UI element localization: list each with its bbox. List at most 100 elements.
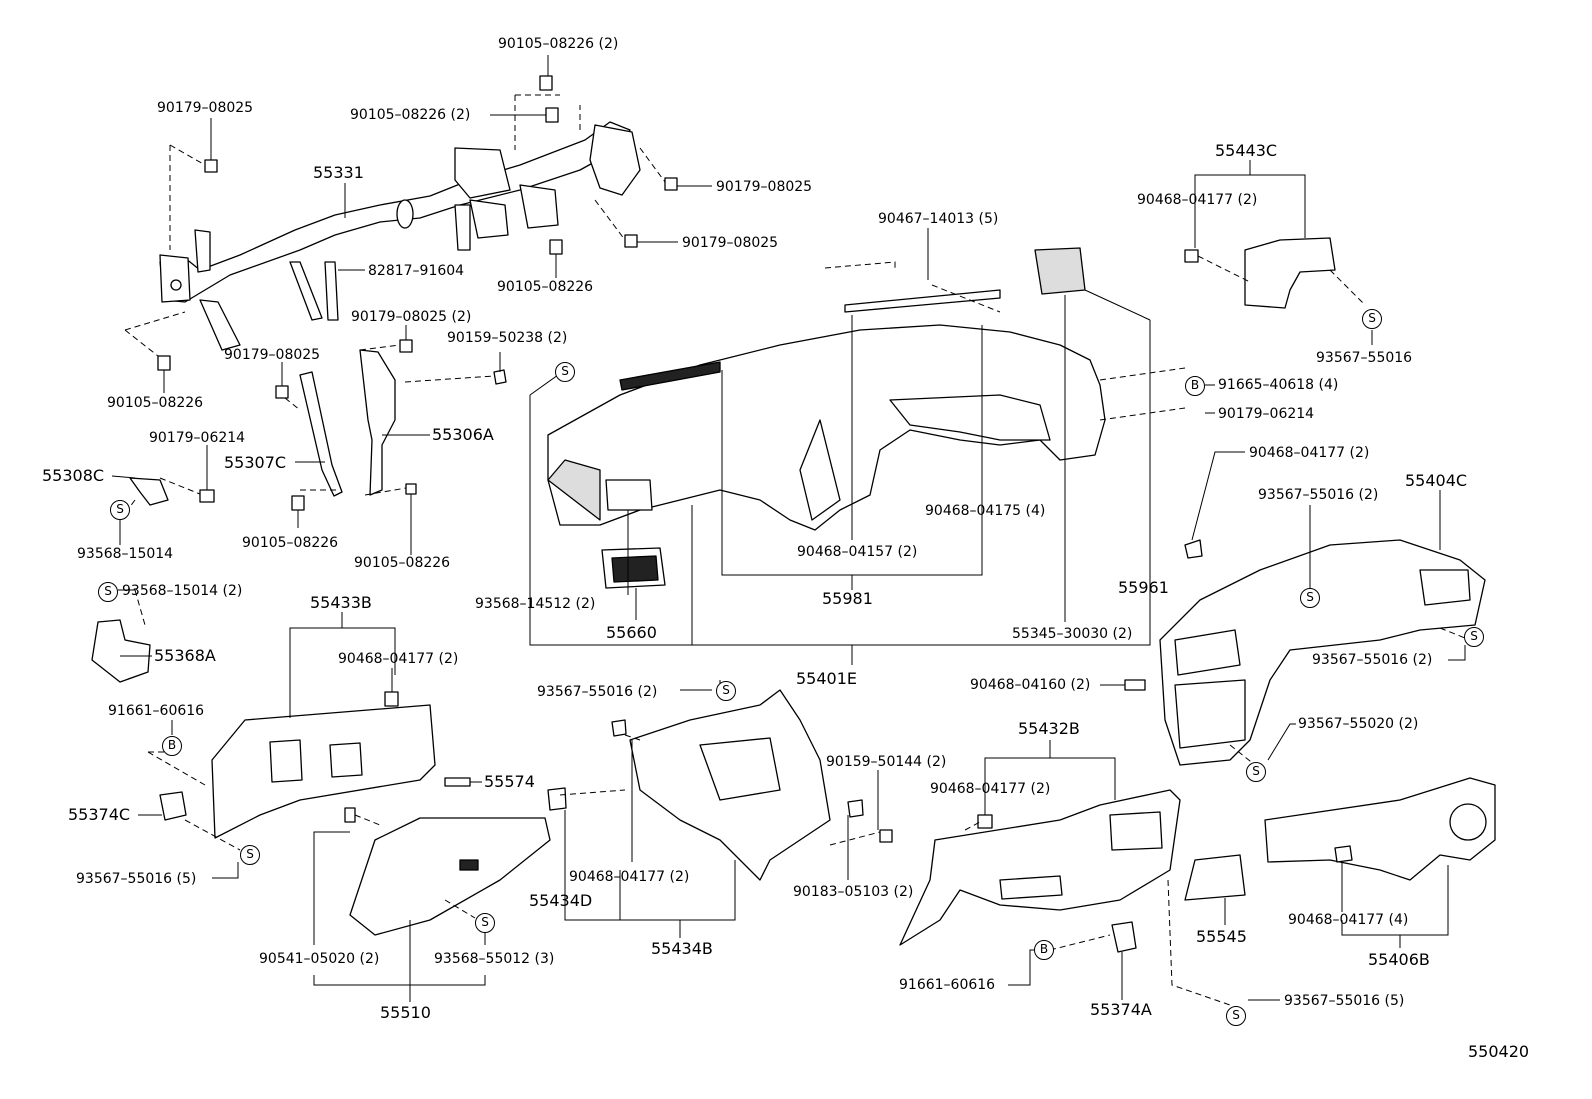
- label-90105-08226: 90105–08226 (2): [350, 107, 471, 123]
- label-93568-15014: 93568–15014 (2): [122, 583, 243, 599]
- label-55404C: 55404C: [1405, 471, 1468, 490]
- label-90468-04177: 90468–04177 (2): [1249, 445, 1370, 461]
- part-55545-pocket: [1184, 854, 1246, 901]
- label-90183-05103: 90183–05103 (2): [793, 884, 914, 900]
- diagram-code: 550420: [1468, 1042, 1530, 1061]
- label-93568-15014: 93568–15014: [77, 546, 174, 562]
- label-55510: 55510: [380, 1003, 431, 1022]
- label-93567-55020: 93567–55020 (2): [1298, 716, 1419, 732]
- label-90468-04175: 90468–04175 (4): [925, 503, 1046, 519]
- label-93567-55016: 93567–55016 (2): [537, 684, 658, 700]
- screw-symbol: S: [110, 500, 130, 520]
- guide-lines: [119, 94, 1471, 1006]
- label-93567-55016: 93567–55016 (2): [1258, 487, 1379, 503]
- label-90179-08025: 90179–08025: [224, 347, 321, 363]
- label-93567-55016: 93567–55016 (2): [1312, 652, 1433, 668]
- label-90105-08226: 90105–08226 (2): [498, 36, 619, 52]
- label-55432B: 55432B: [1018, 719, 1080, 738]
- part-55433B-upper-panel: [211, 691, 436, 839]
- label-90468-04177: 90468–04177 (2): [1137, 192, 1258, 208]
- label-90468-04177: 90468–04177 (2): [930, 781, 1051, 797]
- screw-symbol: S: [240, 845, 260, 865]
- label-90179-08025: 90179–08025 (2): [351, 309, 472, 325]
- label-91665-40618: 91665–40618 (4): [1218, 377, 1339, 393]
- label-93567-55016: 93567–55016 (5): [1284, 993, 1405, 1009]
- part-55401E-instrument-panel: [547, 247, 1106, 531]
- part-55406B-right-cover: [1264, 777, 1496, 881]
- label-90179-08025: 90179–08025: [682, 235, 779, 251]
- label-55961: 55961: [1118, 578, 1169, 597]
- label-90159-50238: 90159–50238 (2): [447, 330, 568, 346]
- label-91661-60616: 91661–60616: [899, 977, 996, 993]
- part-55510-glove-box: [344, 807, 551, 936]
- bolt-symbol: B: [1034, 940, 1054, 960]
- part-55307C-brace: [299, 371, 343, 497]
- part-55374A-bracket: [1111, 921, 1137, 953]
- screw-symbol: S: [475, 913, 495, 933]
- screw-symbol: S: [1226, 1006, 1246, 1026]
- label-55981: 55981: [822, 589, 873, 608]
- label-90468-04177: 90468–04177 (2): [569, 869, 690, 885]
- label-55401E: 55401E: [796, 669, 858, 688]
- label-90468-04157: 90468–04157 (2): [797, 544, 918, 560]
- fasteners-upper-left: [157, 75, 678, 511]
- part-55443C-duct: [1184, 237, 1336, 309]
- label-55660: 55660: [606, 623, 657, 642]
- part-55434B-center-cover: [547, 689, 893, 881]
- part-55574-bolt: [444, 777, 471, 787]
- label-91661-60616: 91661–60616: [108, 703, 205, 719]
- label-55545: 55545: [1196, 927, 1247, 946]
- label-90105-08226: 90105–08226: [242, 535, 339, 551]
- label-55434B: 55434B: [651, 939, 713, 958]
- part-82817-91604-clamp: [324, 261, 339, 321]
- label-55308C: 55308C: [42, 466, 105, 485]
- bolt-symbol: B: [162, 736, 182, 756]
- screw-symbol: S: [98, 582, 118, 602]
- screw-symbol: S: [1246, 762, 1266, 782]
- part-55432B-lower-cover: [899, 679, 1181, 946]
- label-90179-08025: 90179–08025: [716, 179, 813, 195]
- label-55374A: 55374A: [1090, 1000, 1152, 1019]
- part-55368A-bracket: [91, 619, 151, 683]
- label-55433B: 55433B: [310, 593, 372, 612]
- screw-symbol: S: [716, 681, 736, 701]
- part-55331-reinforcement-beam: [159, 121, 641, 351]
- label-55374C: 55374C: [68, 805, 131, 824]
- label-82817-91604: 82817–91604: [368, 263, 465, 279]
- label-55307C: 55307C: [224, 453, 287, 472]
- screw-symbol: S: [1362, 309, 1382, 329]
- part-55660-vent: [601, 547, 666, 589]
- label-55306A: 55306A: [432, 425, 494, 444]
- label-55368A: 55368A: [154, 646, 216, 665]
- part-55374C-bracket: [159, 791, 187, 821]
- label-90468-04177: 90468–04177 (2): [338, 651, 459, 667]
- label-90467-14013: 90467–14013 (5): [878, 211, 999, 227]
- label-90105-08226: 90105–08226: [497, 279, 594, 295]
- label-90468-04160: 90468–04160 (2): [970, 677, 1091, 693]
- label-90105-08226: 90105–08226: [107, 395, 204, 411]
- part-55404C-cluster-panel: [1159, 539, 1486, 766]
- label-90179-06214: 90179–06214: [1218, 406, 1315, 422]
- label-55574: 55574: [484, 772, 535, 791]
- label-55434D: 55434D: [529, 891, 593, 910]
- leader-lines: [111, 55, 1466, 1002]
- label-55406B: 55406B: [1368, 950, 1430, 969]
- label-90179-08025: 90179–08025: [157, 100, 254, 116]
- label-90159-50144: 90159–50144 (2): [826, 754, 947, 770]
- part-55308C-bracket: [129, 477, 169, 506]
- label-90468-04177: 90468–04177 (4): [1288, 912, 1409, 928]
- label-93567-55016: 93567–55016 (5): [76, 871, 197, 887]
- label-55331: 55331: [313, 163, 364, 182]
- label-55345-30030: 55345–30030 (2): [1012, 626, 1133, 642]
- screw-symbol: S: [555, 362, 575, 382]
- label-90179-06214: 90179–06214: [149, 430, 246, 446]
- bolt-symbol: B: [1185, 376, 1205, 396]
- label-90541-05020: 90541–05020 (2): [259, 951, 380, 967]
- label-55443C: 55443C: [1215, 141, 1278, 160]
- label-93568-55012: 93568–55012 (3): [434, 951, 555, 967]
- label-93568-14512: 93568–14512 (2): [475, 596, 596, 612]
- label-93567-55016: 93567–55016: [1316, 350, 1413, 366]
- screw-symbol: S: [1300, 588, 1320, 608]
